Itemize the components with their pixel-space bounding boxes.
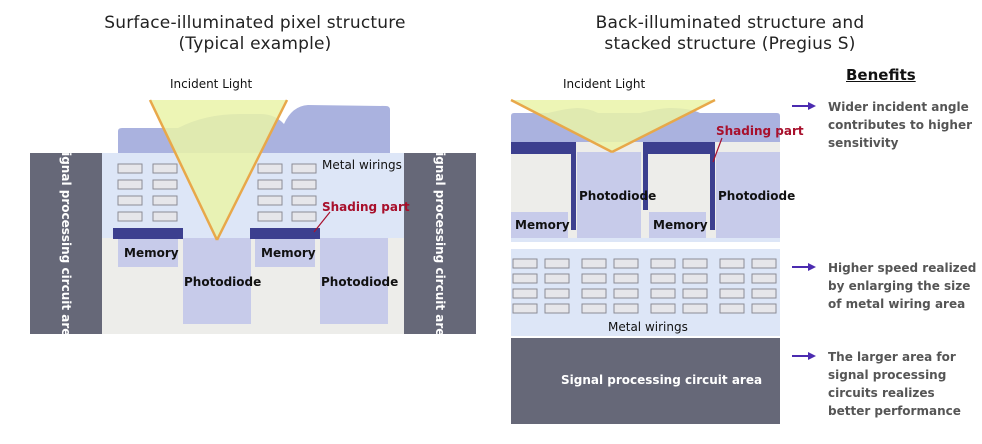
left-shading-part-label: Shading part bbox=[322, 200, 410, 214]
benefit-item-1: Wider incident angle contributes to high… bbox=[828, 98, 978, 152]
left-photodiode-label-2: Photodiode bbox=[321, 275, 399, 289]
right-title-line1: Back-illuminated structure and bbox=[595, 13, 865, 33]
left-signal-block-left bbox=[30, 153, 102, 334]
benefits-title: Benefits bbox=[846, 66, 916, 84]
benefit-1-line3: sensitivity bbox=[828, 136, 899, 150]
right-memory-label-2: Memory bbox=[653, 218, 708, 232]
benefit-3-line3: circuits realizes bbox=[828, 386, 935, 400]
right-photodiode-1 bbox=[577, 152, 641, 238]
right-wirings bbox=[512, 258, 777, 314]
benefit-arrows bbox=[792, 102, 816, 360]
left-photodiode-2 bbox=[320, 238, 388, 324]
left-memory-2 bbox=[255, 239, 315, 267]
benefit-1-line1: Wider incident angle bbox=[828, 100, 969, 114]
left-shading-pointer bbox=[313, 211, 331, 233]
right-signal-block bbox=[511, 338, 780, 424]
benefit-item-3: The larger area for signal processing ci… bbox=[828, 348, 978, 420]
right-memory-1 bbox=[511, 212, 568, 238]
right-title: Back-illuminated structure and stacked s… bbox=[535, 13, 925, 55]
right-memory-label-1: Memory bbox=[515, 218, 570, 232]
right-shading-part-label: Shading part bbox=[716, 124, 804, 138]
benefit-item-2: Higher speed realized by enlarging the s… bbox=[828, 259, 978, 313]
left-photodiode-label-1: Photodiode bbox=[184, 275, 262, 289]
left-title: Surface-illuminated pixel structure (Typ… bbox=[60, 13, 450, 55]
right-memory-2 bbox=[649, 212, 706, 238]
right-photodiode-2 bbox=[716, 152, 780, 238]
left-signal-block-right bbox=[404, 153, 476, 334]
left-incident-light-label: Incident Light bbox=[170, 77, 253, 91]
left-title-line2: (Typical example) bbox=[178, 34, 332, 54]
right-light-cone bbox=[511, 100, 715, 152]
left-metal-wirings-label: Metal wirings bbox=[322, 158, 402, 172]
left-shading-bar-1 bbox=[113, 228, 183, 239]
left-light-cone bbox=[150, 100, 287, 240]
right-title-line2: stacked structure (Pregius S) bbox=[604, 34, 856, 54]
benefit-1-line2: contributes to higher bbox=[828, 118, 972, 132]
right-shading-pointer bbox=[712, 137, 723, 163]
benefit-2-line1: Higher speed realized bbox=[828, 261, 977, 275]
right-shading-bar-2 bbox=[643, 142, 715, 154]
left-wirings-group-2 bbox=[257, 163, 317, 222]
right-metal-wirings-label: Metal wirings bbox=[608, 320, 688, 334]
right-signal-area-label: Signal processing circuit area bbox=[561, 373, 763, 387]
benefit-3-line4: better performance bbox=[828, 404, 961, 418]
benefit-2-line2: by enlarging the size bbox=[828, 279, 971, 293]
right-incident-light-label: Incident Light bbox=[563, 77, 646, 91]
left-shading-bar-2 bbox=[250, 228, 320, 239]
left-memory-label-1: Memory bbox=[124, 246, 179, 260]
benefit-3-line1: The larger area for bbox=[828, 350, 956, 364]
left-photodiode-1 bbox=[183, 238, 251, 324]
benefit-2-line3: of metal wiring area bbox=[828, 297, 966, 311]
left-title-line1: Surface-illuminated pixel structure bbox=[104, 13, 406, 33]
benefit-3-line2: signal processing bbox=[828, 368, 947, 382]
right-photodiode-label-1: Photodiode bbox=[579, 189, 657, 203]
left-wirings-group-1 bbox=[117, 163, 178, 222]
left-memory-label-2: Memory bbox=[261, 246, 316, 260]
right-shading-bar-1 bbox=[511, 142, 576, 154]
right-photodiode-label-2: Photodiode bbox=[718, 189, 796, 203]
left-memory-1 bbox=[118, 239, 178, 267]
